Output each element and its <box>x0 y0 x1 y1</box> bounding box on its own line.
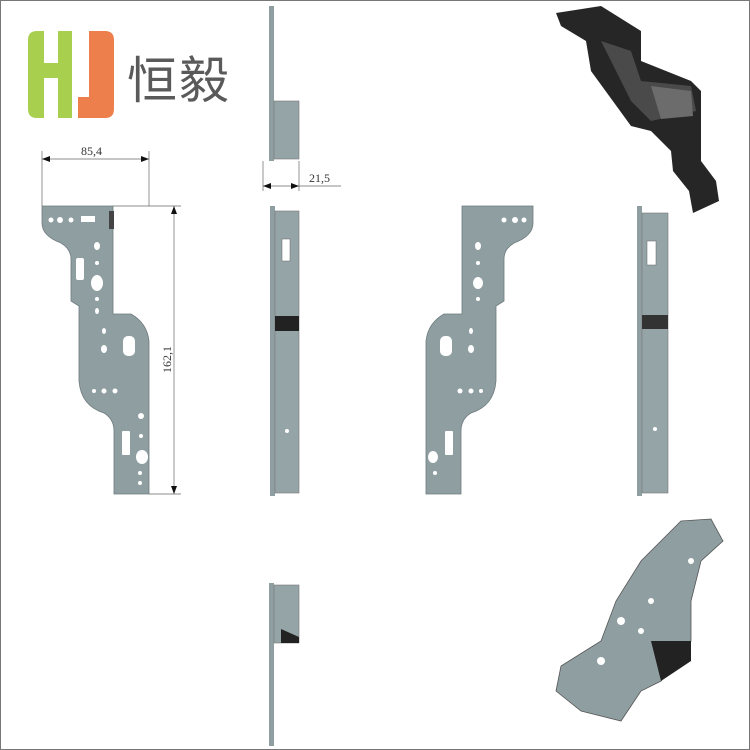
dimension-arrows <box>42 156 299 494</box>
logo-mark <box>28 31 114 118</box>
brand-name: 恒毅 <box>127 52 231 110</box>
side-view-right <box>637 206 669 496</box>
dimension-lines <box>41 151 341 495</box>
rear-view <box>425 205 534 495</box>
isometric-view-bottom <box>555 518 724 722</box>
width-dimension: 85,4 <box>81 144 102 158</box>
height-dimension: 162,1 <box>160 346 174 373</box>
bottom-view <box>269 583 300 746</box>
side-view <box>270 206 300 496</box>
isometric-view-top <box>556 6 719 213</box>
front-view <box>41 205 150 495</box>
top-view <box>269 6 300 161</box>
depth-dimension: 21,5 <box>309 171 330 185</box>
